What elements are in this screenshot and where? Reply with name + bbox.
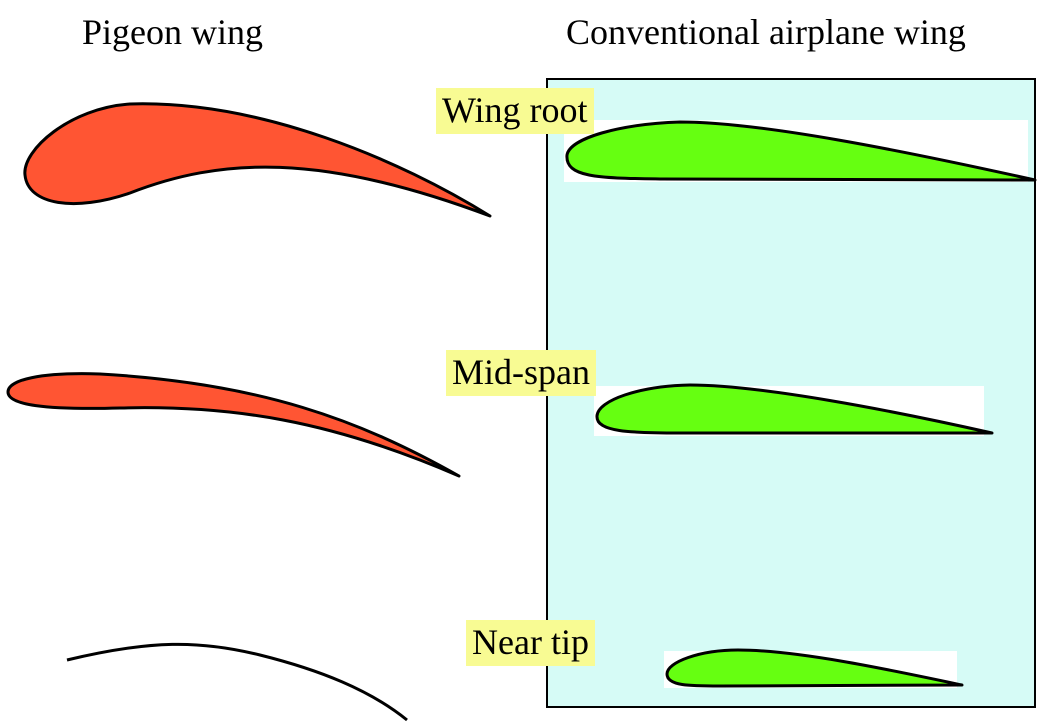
pigeon-wing-title: Pigeon wing [82,12,264,52]
airplane-root-airfoil [565,120,1037,182]
pigeon-tip-camber-line [66,642,408,722]
wing-root-label: Wing root [436,88,594,134]
airplane-mid-airfoil [595,383,994,435]
mid-span-label: Mid-span [446,350,596,396]
near-tip-label: Near tip [466,620,595,666]
airplane-tip-airfoil [665,648,964,688]
airplane-wing-title: Conventional airplane wing [566,12,966,52]
pigeon-root-airfoil [23,102,492,218]
pigeon-mid-airfoil [6,372,461,478]
